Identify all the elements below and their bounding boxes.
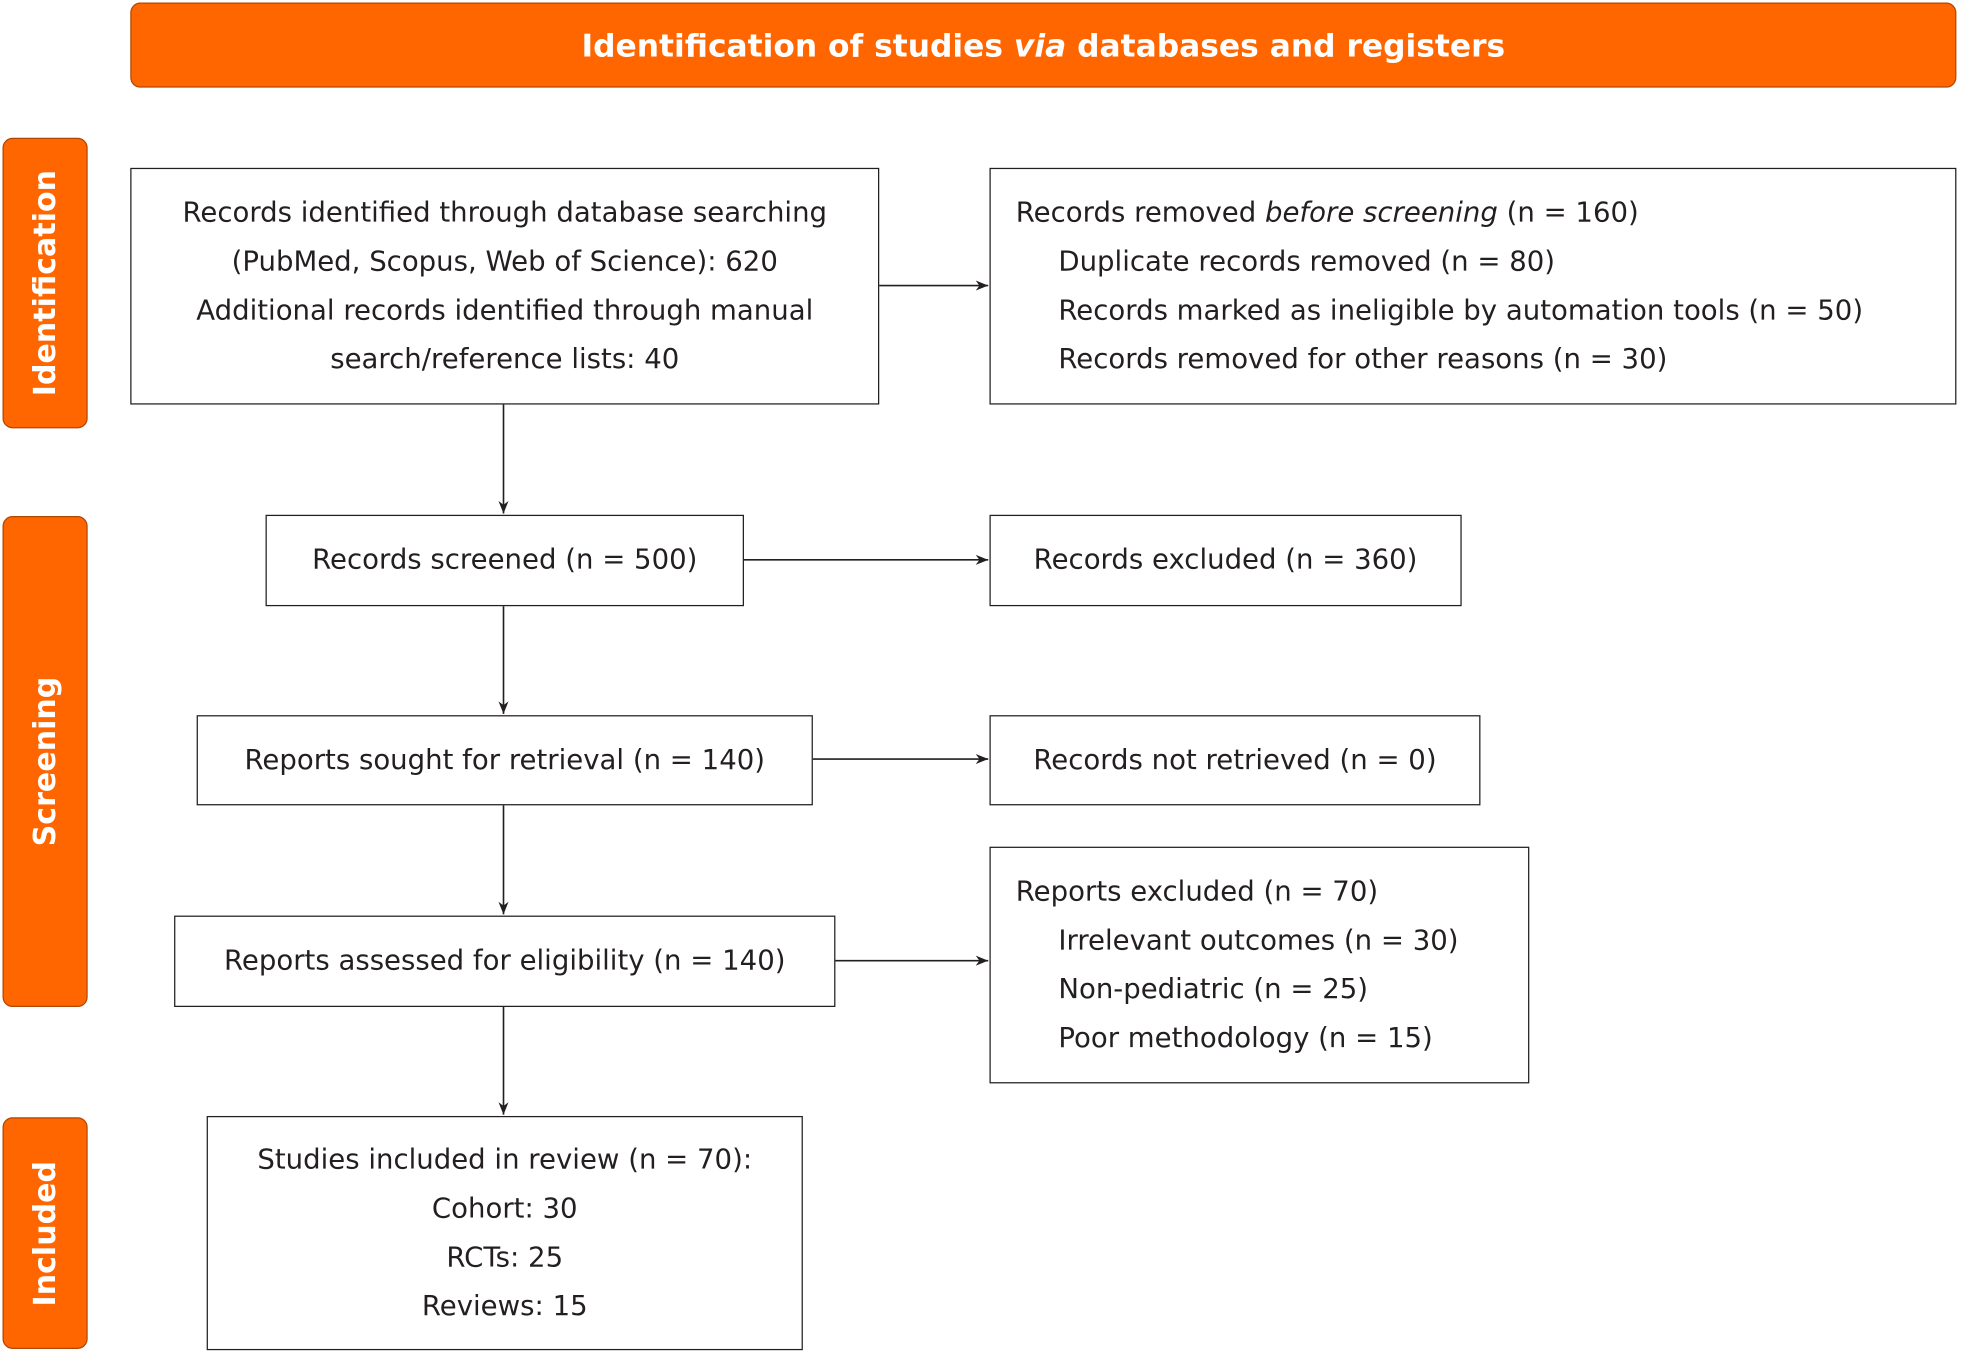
box-line: Records removed for other reasons (n = 3…: [1058, 344, 1668, 376]
box-line: Reports sought for retrieval (n = 140): [244, 744, 766, 776]
box-line: Cohort: 30: [431, 1193, 578, 1225]
box-line: Records screened (n = 500): [312, 544, 698, 577]
box-line: Records marked as ineligible by automati…: [1058, 295, 1864, 327]
box-line: Non-pediatric (n = 25): [1058, 974, 1369, 1006]
phase-screening: Screening: [2, 516, 88, 1008]
box-line: Additional records identified through ma…: [196, 294, 814, 327]
box-line: before screening: [1264, 197, 1498, 230]
box-line: Irrelevant outcomes (n = 30): [1058, 925, 1459, 957]
records-removed-box: Records removed before screening (n = 16…: [989, 167, 1957, 405]
phase-included: Included: [2, 1117, 88, 1349]
records-identified-box: Records identified through database sear…: [130, 167, 880, 405]
records-not-retrieved-box: Records not retrieved (n = 0): [989, 715, 1481, 806]
box-line: (n = 160): [1497, 197, 1639, 230]
box-line: Records identified through database sear…: [182, 197, 828, 229]
header-title: Identification of studies via databases …: [581, 27, 1505, 63]
reports-excluded-box: Reports excluded (n = 70) Irrelevant out…: [989, 846, 1530, 1084]
box-line: (PubMed, Scopus, Web of Science): 620: [231, 246, 778, 278]
box-line: Records removed: [1015, 197, 1265, 230]
records-screened-box: Records screened (n = 500): [265, 514, 744, 607]
header-text: Identification of studies: [581, 26, 1014, 64]
header-italic: via: [1013, 26, 1067, 64]
phase-identification: Identification: [2, 137, 88, 429]
box-line: Duplicate records removed (n = 80): [1058, 246, 1556, 279]
box-title: Records removed before screening (n = 16…: [1016, 189, 1955, 238]
header-text: databases and registers: [1066, 26, 1506, 64]
box-line: Poor methodology (n = 15): [1058, 1023, 1433, 1055]
box-line: Records not retrieved (n = 0): [1033, 744, 1437, 776]
box-line: Records excluded (n = 360): [1033, 544, 1418, 577]
records-excluded-box: Records excluded (n = 360): [989, 514, 1462, 607]
box-line: Reviews: 15: [421, 1290, 588, 1323]
box-line: search/reference lists: 40: [330, 343, 680, 376]
studies-included-box: Studies included in review (n = 70): Coh…: [206, 1115, 803, 1351]
box-line: Reports assessed for eligibility (n = 14…: [224, 945, 786, 977]
reports-assessed-box: Reports assessed for eligibility (n = 14…: [174, 915, 836, 1008]
box-line: RCTs: 25: [446, 1241, 564, 1274]
box-title: Reports excluded (n = 70): [1015, 876, 1379, 909]
box-line: Studies included in review (n = 70):: [257, 1144, 753, 1176]
reports-sought-box: Reports sought for retrieval (n = 140): [196, 715, 813, 806]
header-banner: Identification of studies via databases …: [130, 2, 1957, 88]
